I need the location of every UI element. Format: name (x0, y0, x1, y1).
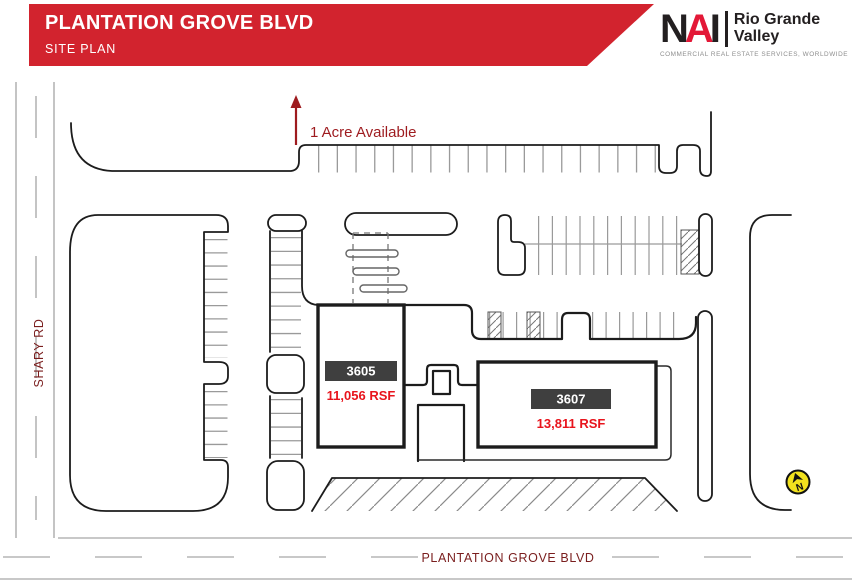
north-arrow-circle (785, 469, 811, 495)
logo-region-name: Rio Grande Valley (733, 11, 821, 46)
logo-region-line1: Rio Grande (733, 11, 821, 29)
nai-letter-n: N (660, 7, 689, 51)
nai-logo-letters: NAI (660, 7, 721, 51)
sidewalk-outline (418, 365, 672, 461)
building-3605: 3605 11,056 RSF (316, 303, 406, 449)
center-parking-row (497, 213, 713, 277)
curb-island (267, 214, 307, 232)
building-3605-id: 3605 (347, 364, 376, 379)
hatched-island (680, 229, 700, 275)
page-subtitle: SITE PLAN (45, 42, 117, 56)
parking-row-above-3607 (402, 303, 698, 341)
building-3607-id: 3607 (557, 392, 586, 407)
top-parking-row (70, 111, 712, 177)
nai-logo: NAI Rio Grande Valley COMMERCIAL REAL ES… (660, 7, 849, 58)
curb-island (697, 310, 713, 502)
right-parcel (697, 214, 792, 511)
curb-island (266, 460, 305, 511)
hatched-landscape-strip (311, 477, 678, 512)
logo-divider (724, 11, 728, 47)
shary-road-label: SHARY RD (32, 319, 46, 388)
hatched-stall (487, 311, 502, 340)
logo-region-line2: Valley (733, 28, 780, 45)
curb-island (497, 214, 526, 276)
dashed-reserved-area (344, 212, 458, 303)
page-title: PLANTATION GROVE BLVD (45, 12, 314, 34)
entry-vestibule (431, 369, 452, 396)
curb-island (266, 354, 305, 394)
plantation-grove-blvd-road: PLANTATION GROVE BLVD (0, 537, 852, 580)
building-3605-rsf: 11,056 RSF (327, 388, 396, 403)
hatched-stall (526, 311, 541, 340)
shary-road: SHARY RD (15, 82, 55, 538)
logo-tagline: COMMERCIAL REAL ESTATE SERVICES, WORLDWI… (660, 51, 849, 58)
left-parcel (69, 214, 229, 512)
nai-letter-i: I (709, 7, 721, 51)
curb-island (698, 213, 713, 277)
building-3605-label-bar (325, 361, 397, 381)
nai-letter-a: A (684, 7, 714, 51)
north-arrow-glyph: N (792, 472, 805, 494)
building-3607-rsf: 13,811 RSF (537, 416, 606, 431)
north-letter: N (795, 481, 805, 494)
landscape-island (344, 212, 458, 236)
available-arrowhead-icon (290, 95, 302, 108)
building-3607-label-bar (531, 389, 611, 409)
nai-logo-row: NAI Rio Grande Valley (660, 7, 845, 51)
available-label: 1 Acre Available (310, 124, 416, 141)
north-arrow-indicator: N (785, 469, 811, 495)
entry-connector (402, 363, 672, 463)
available-parcel-callout: 1 Acre Available (290, 95, 416, 145)
title-banner: PLANTATION GROVE BLVD SITE PLAN (29, 4, 654, 66)
middle-parking-column (266, 214, 319, 511)
building-3607: 3607 13,811 RSF (476, 360, 658, 449)
courtyard (416, 403, 466, 463)
plantation-grove-blvd-label: PLANTATION GROVE BLVD (421, 551, 594, 565)
north-arrowhead-icon (792, 472, 804, 484)
